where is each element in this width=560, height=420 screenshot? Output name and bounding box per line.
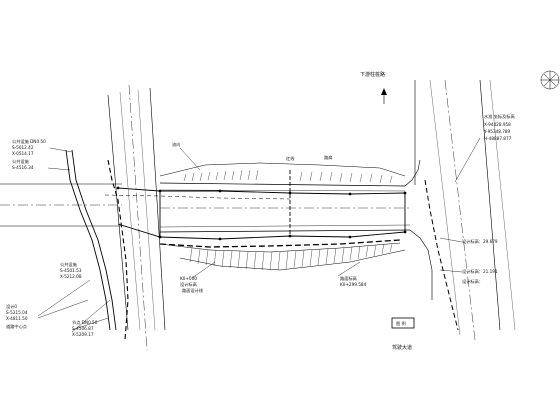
cross-road-right-lane-2 xyxy=(489,79,516,331)
pipe-line-dashed xyxy=(107,159,129,341)
main-road xyxy=(0,162,411,271)
label-left-a3: X-0514.17 xyxy=(12,151,34,156)
label-right-a4: H-48887.877 xyxy=(484,136,512,141)
manholes xyxy=(116,186,407,241)
compass-rose-icon xyxy=(540,70,560,90)
manhole xyxy=(403,191,407,195)
road-edge-south-2 xyxy=(159,224,411,228)
label-left-f1: 道路中心点 xyxy=(6,323,27,330)
road-edge-north xyxy=(159,182,406,187)
embankment-south xyxy=(189,243,393,271)
pipe-network xyxy=(104,170,406,248)
label-mid-a: K0+000 xyxy=(180,276,197,281)
manhole xyxy=(288,234,292,238)
label-mid-c: 路面设计线 xyxy=(182,287,204,294)
manhole xyxy=(288,191,292,195)
label-north-road: 下游柱桩路 xyxy=(360,71,385,78)
cross-road-right xyxy=(404,79,516,341)
manhole xyxy=(218,237,222,241)
label-left-d1: 节点 DN0.50 xyxy=(72,320,98,326)
pipe-red-line-dashed xyxy=(159,239,401,248)
label-south-road: 驾驶大道 xyxy=(392,344,412,351)
label-legend: 图 例 xyxy=(396,320,406,327)
cross-road-left-lane xyxy=(119,91,141,331)
right-dashed-pipe xyxy=(424,179,459,331)
label-left-b1: 公共设施 xyxy=(12,158,30,165)
road-edge-south xyxy=(159,229,411,233)
curb-line-north xyxy=(159,162,406,177)
cross-road-left-edge-w xyxy=(107,94,129,331)
manhole xyxy=(158,235,162,239)
label-right-b1: 设计标高：29.679 xyxy=(462,238,498,245)
label-mid-b: 设计标高 xyxy=(180,281,197,288)
label-flow: 流向 xyxy=(172,141,180,148)
label-left-b2: S-4516.34 xyxy=(12,165,34,170)
cross-road-right-lane xyxy=(429,79,461,336)
pipe-main-south xyxy=(117,223,406,240)
label-shoulder: 路肩 xyxy=(324,154,332,161)
road-edge-north-2 xyxy=(159,189,406,192)
label-left-d2: S-4506.87 xyxy=(72,326,94,331)
manhole xyxy=(348,192,352,196)
pipe-line-left-curve-2 xyxy=(71,149,117,331)
label-right-c1: 路面标高 xyxy=(340,275,357,282)
manhole xyxy=(218,189,222,193)
label-left-d3: X-5209.17 xyxy=(72,332,94,337)
label-right-a1: 水准 坐标及标高 xyxy=(484,113,515,120)
label-right-a3: Y-95348.789 xyxy=(483,129,511,134)
manhole xyxy=(348,235,352,239)
label-left-c2: S-4501.53 xyxy=(60,268,82,273)
pipe-main-north xyxy=(117,187,406,195)
legend-box-icon xyxy=(391,317,415,329)
label-right-b3: 设计标高： xyxy=(462,278,483,285)
cross-road-left-edge-e xyxy=(149,87,166,331)
embankment-north xyxy=(183,169,393,184)
cross-road-right-edge-e xyxy=(479,79,501,331)
label-left-a2: S-5012.42 xyxy=(12,145,34,150)
cross-road-right-center xyxy=(444,79,476,341)
label-left-a1: 公共设施 DN0.50 xyxy=(12,138,46,145)
right-road-curve xyxy=(404,159,421,187)
right-road-curve-south xyxy=(409,229,433,300)
pipe-line-left-curve xyxy=(65,149,111,331)
label-red-line: 红线 xyxy=(286,155,295,161)
cross-road-left-lane-2 xyxy=(137,89,156,331)
curb-line-south xyxy=(159,242,401,253)
manhole xyxy=(158,189,162,193)
manhole xyxy=(403,230,407,234)
label-left-e1: 设计0 xyxy=(6,303,17,310)
cross-road-left-center xyxy=(128,84,148,351)
curb-line-south-outer xyxy=(179,249,406,271)
label-left-e3: X-4811.50 xyxy=(6,316,28,321)
label-left-c1: 公共设施 xyxy=(60,261,78,268)
label-left-c3: X-5212.08 xyxy=(60,274,82,279)
label-right-a2: X-94428.958 xyxy=(484,122,511,127)
leader-lines xyxy=(37,137,481,333)
north-arrow-icon xyxy=(381,88,387,104)
cross-road-left xyxy=(65,84,166,351)
label-right-b2: 设计标高：21.191 xyxy=(462,268,498,275)
label-right-c2: K0+299.584 xyxy=(340,282,367,287)
pipe-dashed-north xyxy=(104,194,291,200)
label-left-e2: S-5215.04 xyxy=(6,310,28,315)
manhole xyxy=(116,186,120,190)
